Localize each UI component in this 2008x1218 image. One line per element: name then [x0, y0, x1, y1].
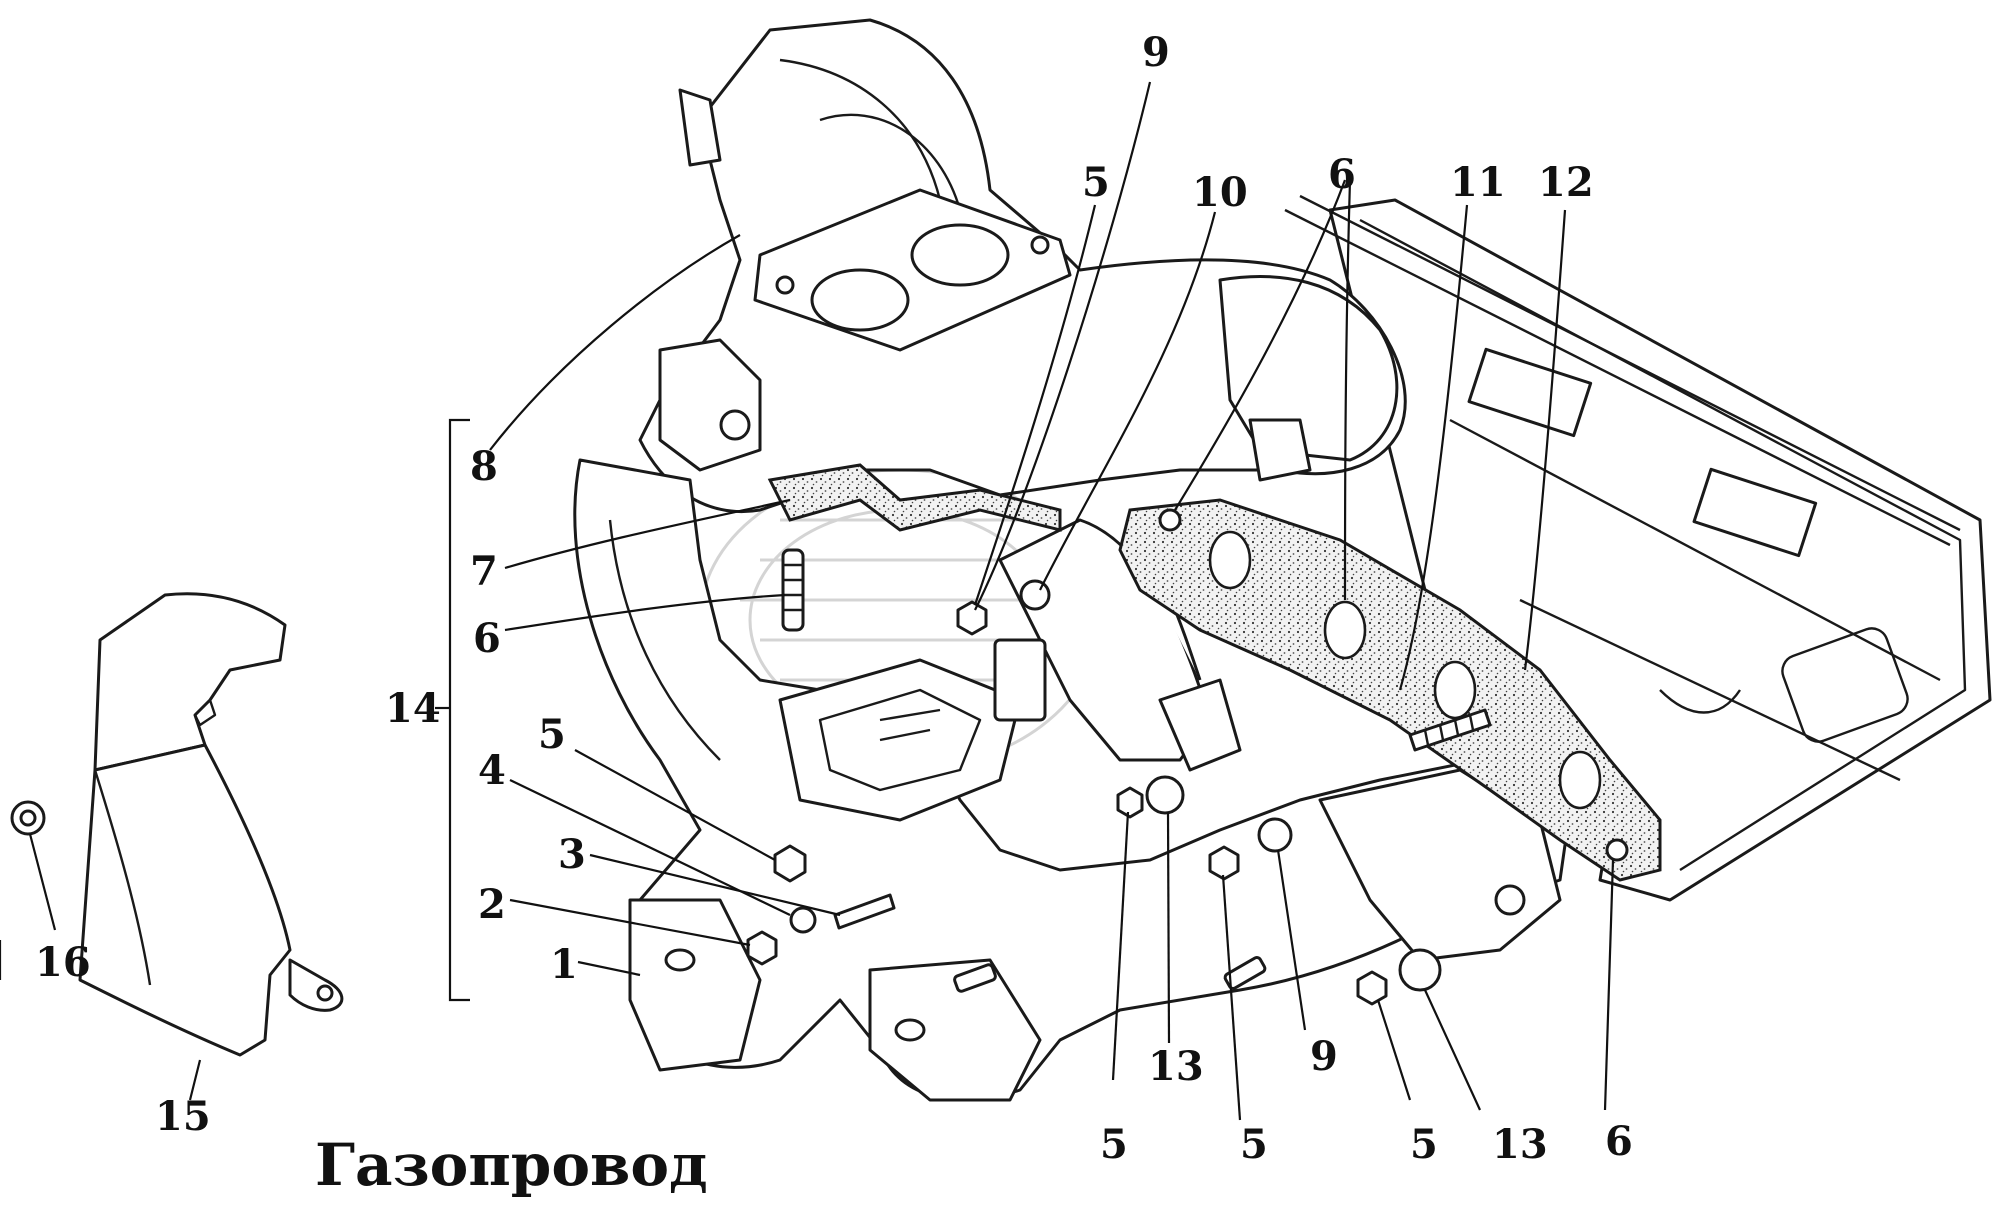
manifold-gasket-11 — [1118, 498, 1662, 882]
callout-2: 2 — [478, 881, 506, 928]
diagram-title: Газопровод — [315, 1131, 708, 1199]
callout-14: 14 — [385, 685, 441, 732]
stud-6 — [781, 548, 805, 632]
manifold-body — [638, 18, 1407, 513]
callout-5-top: 5 — [1082, 159, 1110, 206]
callout-1: 1 — [550, 941, 578, 988]
washer-9-top — [1019, 579, 1051, 611]
callout-7: 7 — [470, 548, 498, 595]
nut-5-right — [1356, 970, 1388, 1006]
callout-3: 3 — [558, 831, 586, 878]
nut-5-top — [956, 600, 988, 636]
callout-5-low: 5 — [1240, 1121, 1268, 1168]
washer-13-mid — [1145, 775, 1185, 815]
callout-5-right: 5 — [1410, 1121, 1438, 1168]
nut-2 — [746, 930, 778, 966]
bracket-14 — [448, 418, 470, 1002]
manifold-gasket-7 — [767, 463, 1062, 532]
nut-5-mid — [1116, 786, 1144, 819]
nut-5-low — [1208, 845, 1240, 881]
callout-13-right: 13 — [1492, 1121, 1548, 1168]
exhaust-manifold — [573, 458, 1572, 1102]
callout-5-mid: 5 — [1100, 1121, 1128, 1168]
washer-9-low — [1257, 817, 1293, 853]
callout-16: 16 — [35, 939, 91, 986]
callout-4: 4 — [478, 747, 506, 794]
washer-4 — [789, 906, 817, 934]
callout-10: 10 — [1192, 169, 1248, 216]
callout-6-left: 6 — [473, 615, 501, 662]
fasteners — [746, 508, 1629, 1006]
callout-9-top: 9 — [1142, 29, 1170, 76]
stud-3 — [833, 893, 896, 930]
callout-labels: 9 5 10 6 11 12 8 7 6 14 5 4 3 2 1 16 15 … — [35, 29, 1633, 1168]
callout-15: 15 — [155, 1093, 211, 1140]
callout-5-left: 5 — [538, 711, 566, 758]
callout-12: 12 — [1538, 159, 1594, 206]
callout-13-mid: 13 — [1148, 1043, 1204, 1090]
callout-8: 8 — [470, 443, 498, 490]
nut-6-top — [1158, 508, 1182, 532]
nut-5-left — [773, 844, 807, 883]
nut-6-right — [1605, 838, 1629, 862]
callout-6-top: 6 — [1328, 151, 1356, 198]
callout-11: 11 — [1450, 159, 1506, 206]
leader-lines — [28, 81, 1615, 1121]
callout-6-right: 6 — [1605, 1118, 1633, 1165]
callout-9-low: 9 — [1310, 1033, 1338, 1080]
cylinder-head — [1284, 194, 1992, 902]
washer-16 — [10, 800, 46, 836]
heat-shield-15 — [78, 592, 344, 1057]
washer-13-right — [1398, 948, 1442, 992]
